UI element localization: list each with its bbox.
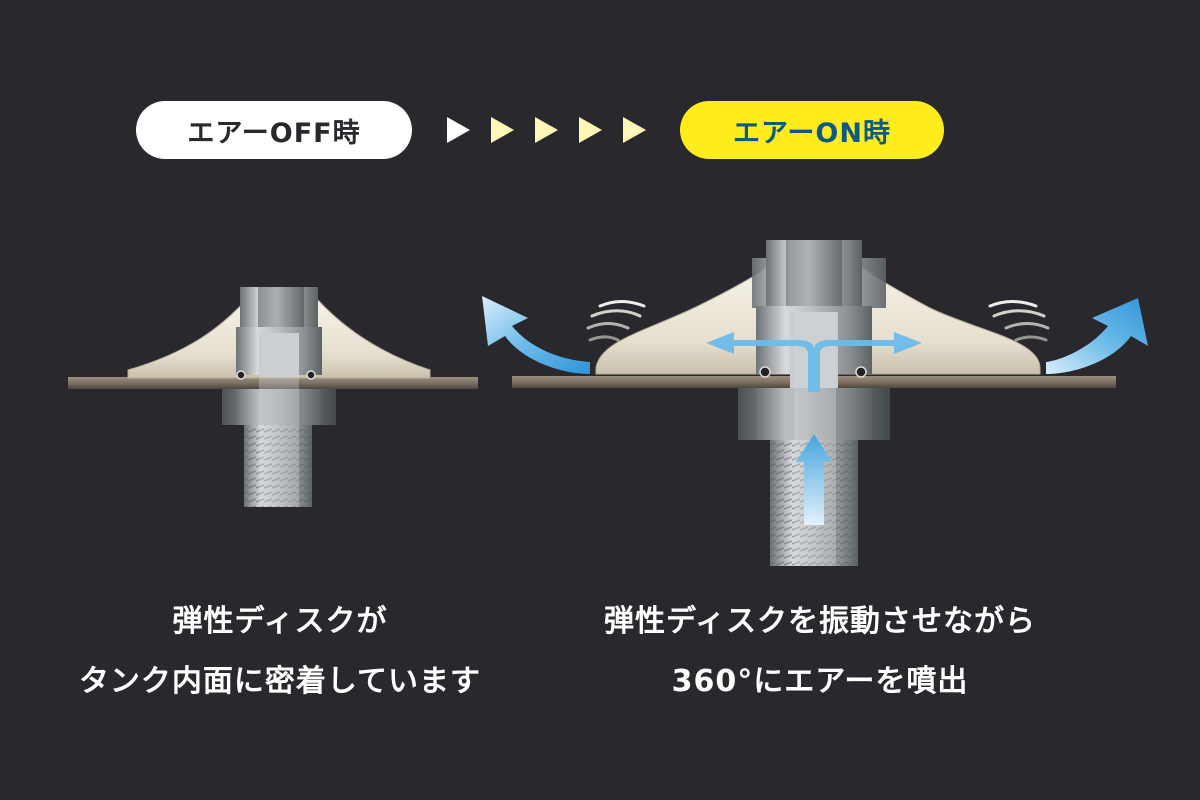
arrow-5-icon	[623, 117, 646, 143]
air-on-caption-line2: 360°にエアーを噴出	[671, 664, 969, 699]
air-flow-up-arrow	[796, 434, 832, 525]
air-on-badge: エアーON時	[680, 101, 944, 159]
air-burst-right-arrow	[1046, 298, 1148, 374]
nozzle-on-illustration	[482, 240, 1148, 566]
transition-arrows	[447, 117, 646, 143]
arrow-3-icon	[535, 117, 558, 143]
arrow-2-icon	[491, 117, 514, 143]
air-on-caption: 弾性ディスクを振動させながら 360°にエアーを噴出	[545, 592, 1095, 712]
air-off-caption-line1: 弾性ディスクが	[172, 604, 388, 639]
air-off-label: エアーOFF時	[187, 117, 361, 149]
air-burst-left-arrow	[482, 296, 590, 374]
air-on-label: エアーON時	[733, 117, 891, 149]
vibration-lines-left	[586, 300, 646, 342]
vibration-lines-right	[988, 300, 1050, 342]
air-flow-split-arrow	[706, 332, 814, 392]
air-on-caption-line1: 弾性ディスクを振動させながら	[604, 604, 1036, 639]
air-off-caption: 弾性ディスクが タンク内面に密着しています	[30, 592, 530, 712]
arrow-4-icon	[579, 117, 602, 143]
air-off-badge: エアーOFF時	[136, 101, 412, 159]
air-off-caption-line2: タンク内面に密着しています	[78, 664, 482, 699]
nozzle-off-illustration	[68, 287, 478, 507]
tank-wall-plate	[68, 377, 478, 389]
arrow-1-icon	[447, 117, 470, 143]
